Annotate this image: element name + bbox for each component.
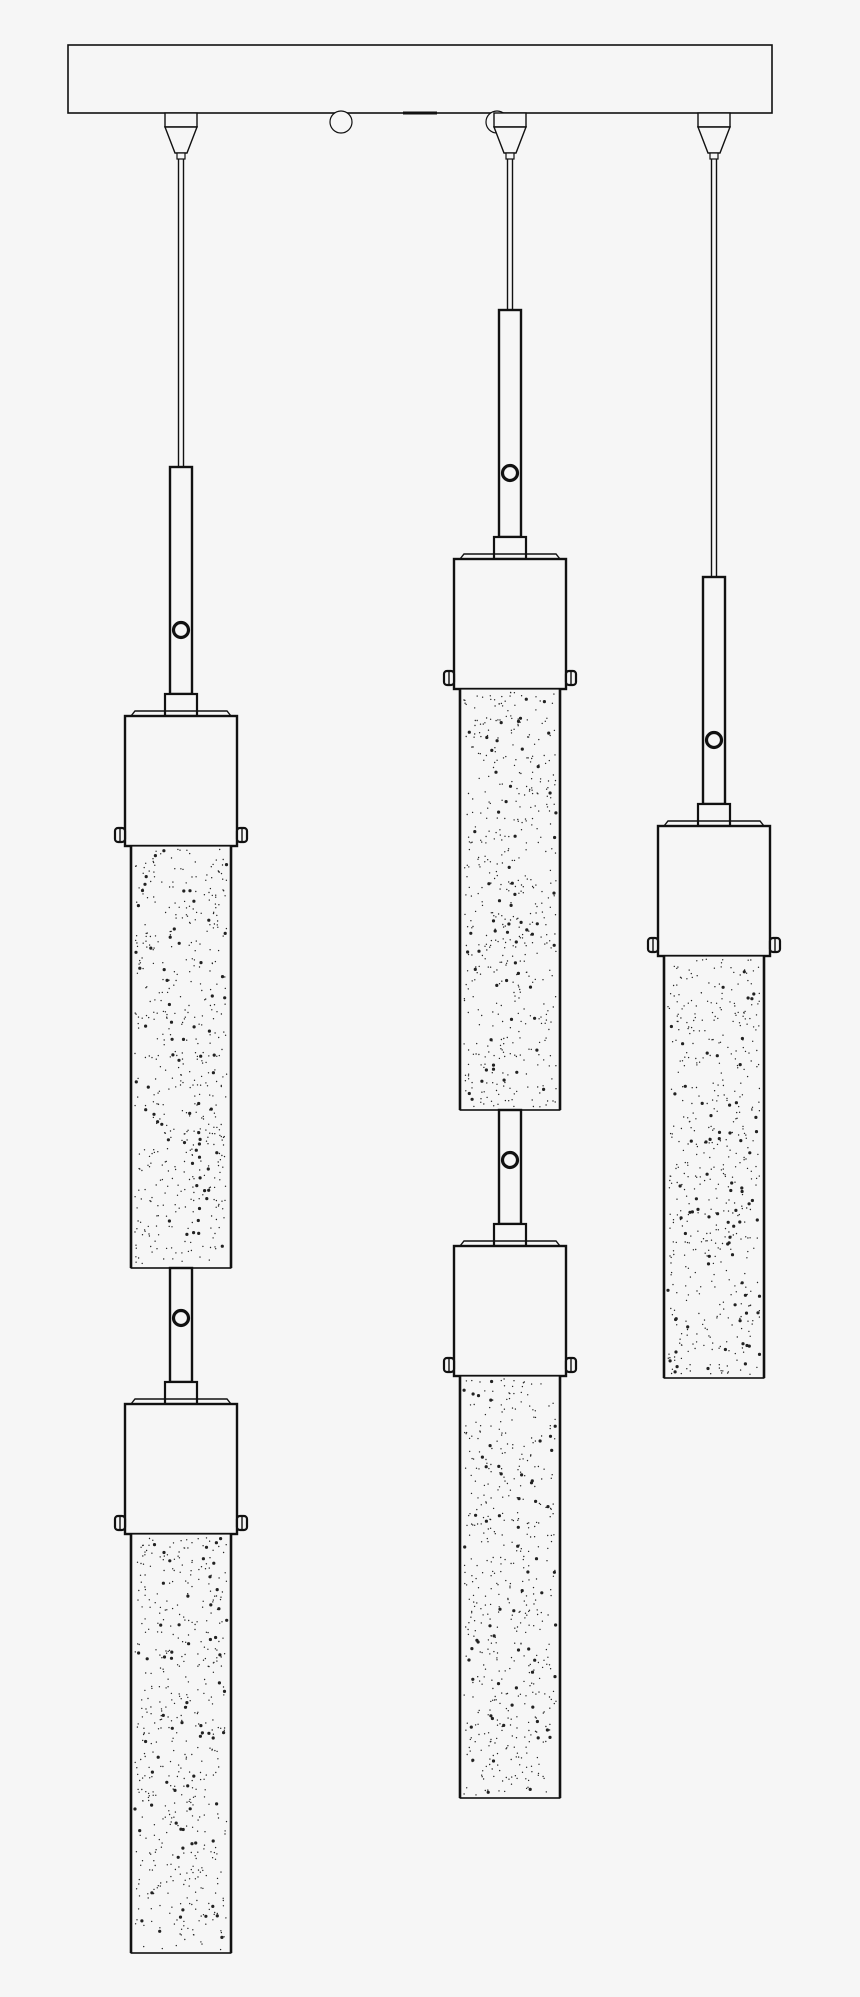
connector-ring bbox=[500, 463, 520, 483]
cord-grip-tip bbox=[505, 152, 515, 160]
ceiling-canopy bbox=[67, 44, 773, 134]
housing-lip bbox=[459, 553, 561, 560]
collar bbox=[696, 802, 732, 828]
set-screw-icon bbox=[442, 669, 456, 687]
cord-grip bbox=[164, 112, 198, 128]
housing-lip bbox=[130, 710, 232, 717]
connector-tube bbox=[701, 575, 727, 806]
set-screw-icon bbox=[442, 1356, 456, 1374]
seeded-glass-shade bbox=[662, 955, 766, 1379]
connector-tube bbox=[497, 308, 523, 539]
cord-grip-tip bbox=[176, 152, 186, 160]
set-screw-icon bbox=[235, 1514, 249, 1532]
cord-grip-cone bbox=[163, 126, 199, 154]
pendant-drop-2 bbox=[442, 112, 578, 1799]
glass-bubbles bbox=[666, 958, 762, 1375]
connector-ring bbox=[704, 730, 724, 750]
connector-tube bbox=[168, 465, 194, 696]
housing bbox=[452, 557, 568, 691]
set-screw-icon bbox=[564, 1356, 578, 1374]
connector-ring bbox=[171, 1308, 191, 1328]
housing bbox=[656, 824, 772, 958]
seeded-glass-shade bbox=[129, 1533, 233, 1954]
glass-bubbles bbox=[134, 848, 229, 1265]
connector-ring bbox=[500, 1150, 520, 1170]
pendant-drop-3 bbox=[646, 112, 782, 1379]
cord-grip bbox=[493, 112, 527, 128]
cord-grip bbox=[697, 112, 731, 128]
connector-ring bbox=[171, 620, 191, 640]
seeded-glass-shade bbox=[458, 688, 562, 1111]
housing bbox=[452, 1244, 568, 1378]
cord-grip-tip bbox=[709, 152, 719, 160]
set-screw-icon bbox=[113, 826, 127, 844]
set-screw-icon bbox=[113, 1514, 127, 1532]
seeded-glass-shade bbox=[129, 845, 233, 1269]
seeded-glass-shade bbox=[458, 1375, 562, 1799]
housing bbox=[123, 714, 239, 848]
cord-grip-cone bbox=[492, 126, 528, 154]
pendant-drop-1 bbox=[113, 112, 249, 1954]
collar bbox=[163, 692, 199, 718]
housing-lip bbox=[663, 820, 765, 827]
glass-bubbles bbox=[133, 1537, 229, 1951]
glass-bubbles bbox=[463, 691, 558, 1108]
set-screw-icon bbox=[646, 936, 660, 954]
set-screw-icon bbox=[768, 936, 782, 954]
cord-grip-cone bbox=[696, 126, 732, 154]
housing bbox=[123, 1402, 239, 1536]
collar bbox=[492, 1222, 528, 1248]
housing-lip bbox=[459, 1240, 561, 1247]
canopy-mount-hole-left bbox=[329, 110, 353, 134]
set-screw-icon bbox=[235, 826, 249, 844]
collar bbox=[492, 535, 528, 561]
set-screw-icon bbox=[564, 669, 578, 687]
housing-lip bbox=[130, 1398, 232, 1405]
collar bbox=[163, 1380, 199, 1406]
